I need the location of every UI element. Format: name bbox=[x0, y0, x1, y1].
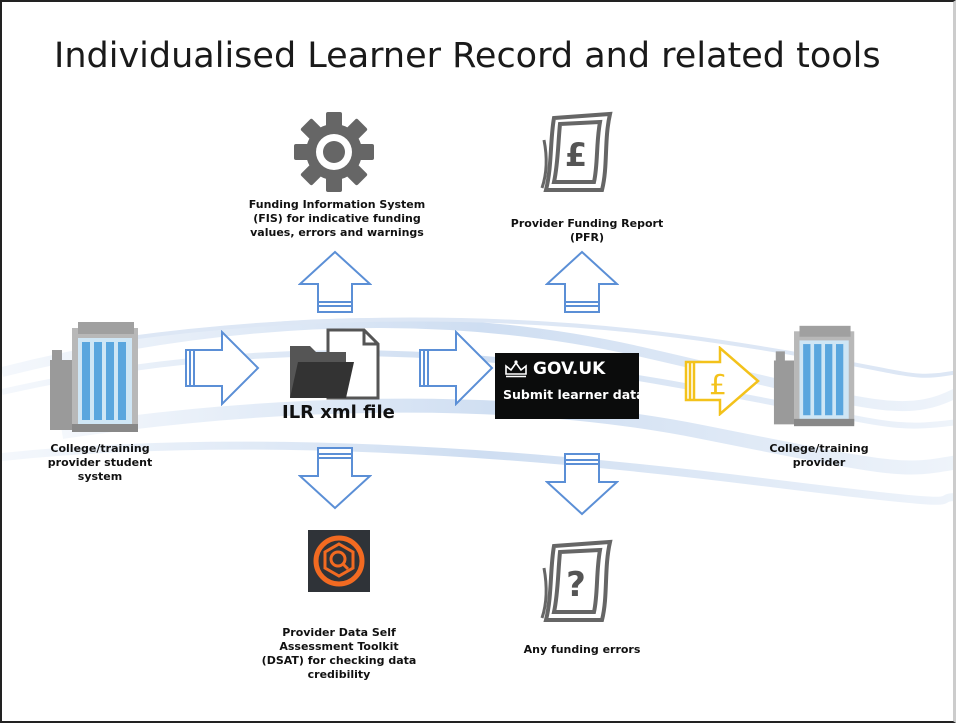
dsat-logo-icon bbox=[308, 530, 370, 592]
errors-label: Any funding errors bbox=[523, 643, 641, 656]
svg-text:£: £ bbox=[709, 368, 727, 401]
slide-title: Individualised Learner Record and relate… bbox=[54, 36, 881, 76]
arrow-right-to-ilr bbox=[185, 330, 260, 406]
pfr-label: Provider Funding Report (PFR) bbox=[510, 217, 664, 244]
provider-label: College/training provider bbox=[769, 442, 869, 469]
student-system-label: College/training provider student system bbox=[47, 442, 153, 483]
crown-icon bbox=[505, 360, 527, 378]
svg-text:?: ? bbox=[566, 565, 586, 605]
dsat-label: Provider Data Self Assessment Toolkit (D… bbox=[261, 626, 417, 681]
arrow-down-to-dsat bbox=[298, 447, 372, 510]
gear-icon bbox=[294, 112, 374, 192]
pound-arrow-icon: £ bbox=[684, 346, 760, 416]
svg-text:£: £ bbox=[565, 136, 587, 174]
arrow-up-to-pfr bbox=[545, 250, 619, 313]
fis-label: Funding Information System (FIS) for ind… bbox=[248, 198, 426, 239]
building-icon-provider bbox=[773, 325, 855, 427]
arrow-right-to-gov bbox=[419, 330, 494, 406]
gov-service-box: GOV.UK Submit learner data bbox=[495, 353, 645, 419]
arrow-down-to-errors bbox=[545, 453, 619, 516]
folder-icon bbox=[290, 328, 380, 400]
question-document-icon: ? bbox=[540, 539, 613, 622]
building-icon bbox=[50, 322, 138, 432]
gov-brand: GOV.UK bbox=[533, 359, 606, 379]
gov-service-name: Submit learner data bbox=[503, 387, 645, 402]
ilr-file-label: ILR xml file bbox=[282, 402, 395, 423]
pound-document-icon: £ bbox=[540, 111, 613, 192]
arrow-up-to-fis bbox=[298, 250, 372, 313]
